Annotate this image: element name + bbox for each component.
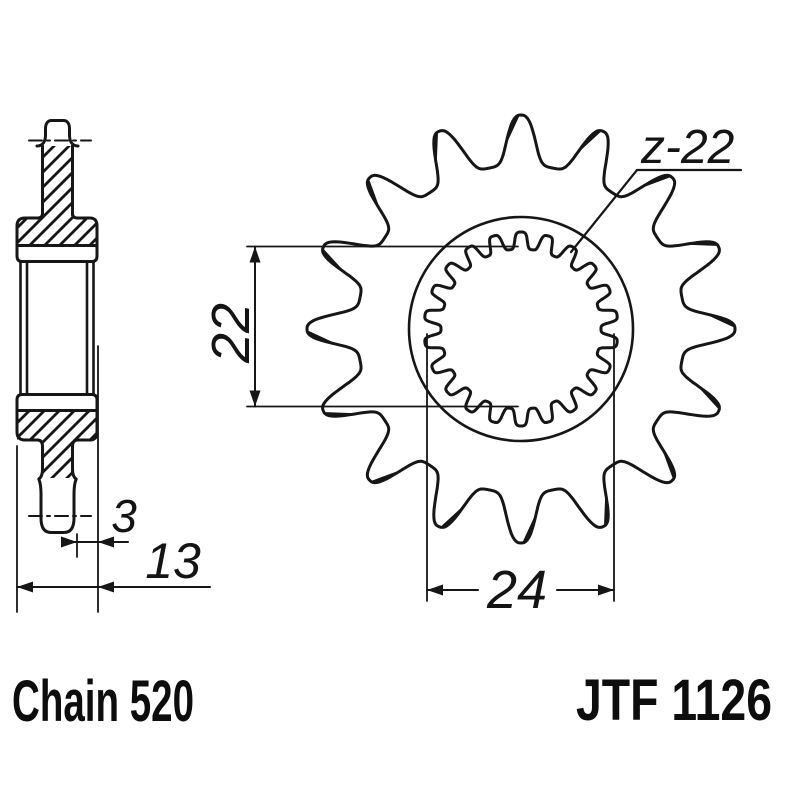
- side-shoulder-band: [15, 244, 99, 263]
- sprocket-outline: [305, 113, 737, 545]
- hatch-line: [17, 146, 97, 246]
- side-flange-outline: [15, 209, 44, 247]
- tooth-chamfer-mark: [699, 386, 720, 409]
- hatch-line: [17, 410, 97, 478]
- hatch-line: [17, 146, 97, 246]
- dimension-arrowhead: [249, 246, 261, 263]
- chain-size-label: Chain 520: [12, 669, 194, 734]
- tooth-chamfer-mark: [441, 507, 464, 528]
- hatch-line: [17, 410, 97, 478]
- hatch-line: [17, 146, 97, 246]
- tooth-chamfer-mark: [324, 412, 354, 416]
- dim-spline-major-label: 24: [486, 560, 547, 620]
- side-shoulder-band: [15, 393, 99, 412]
- spline-bore-profile: [423, 230, 619, 428]
- drawing-geometry: [15, 113, 743, 613]
- drawing-labels: 22 24 3 13 z-22 Chain 520 JTF 1126: [12, 121, 772, 734]
- leader-line: [569, 168, 639, 254]
- hatch-line: [17, 410, 97, 478]
- side-view-cross-section: [15, 119, 99, 534]
- tooth-chamfer-mark: [523, 516, 537, 543]
- hatch-line: [17, 410, 97, 478]
- tooth-chamfer-mark: [322, 249, 343, 272]
- dim-plate-thickness-label: 3: [111, 490, 137, 542]
- hatch-line: [17, 146, 97, 246]
- hatch-line: [17, 410, 97, 478]
- tooth-chamfer-mark: [663, 451, 675, 479]
- hatch-line: [17, 410, 97, 478]
- dimension-annotations: [16, 168, 743, 613]
- dim-spline-minor-label: 22: [201, 303, 261, 364]
- side-bottom-tooth: [37, 467, 78, 534]
- hatch-line: [17, 146, 97, 246]
- hatch-line: [17, 146, 97, 246]
- tooth-chamfer-mark: [434, 132, 438, 162]
- tooth-chamfer-mark: [688, 242, 718, 246]
- tooth-chamfer-mark: [708, 313, 735, 327]
- tooth-chamfer-mark: [604, 496, 608, 526]
- hatch-line: [17, 410, 97, 478]
- part-number-label: JTF 1126: [576, 668, 772, 733]
- hatch-line: [17, 410, 97, 478]
- hatch-line: [17, 146, 97, 246]
- dim-hub-width-label: 13: [145, 533, 201, 589]
- front-view: [305, 113, 737, 545]
- dimension-arrowhead: [598, 584, 614, 596]
- tooth-chamfer-mark: [367, 179, 379, 207]
- hatch-line: [17, 410, 97, 478]
- hatch-line: [17, 410, 97, 478]
- dimension-arrowhead: [427, 584, 443, 596]
- tooth-chamfer-mark: [643, 175, 671, 187]
- hatch-line: [17, 146, 97, 246]
- hatch-line: [17, 146, 97, 246]
- tooth-chamfer-mark: [371, 471, 399, 483]
- side-top-tooth: [35, 119, 80, 148]
- tooth-chamfer-mark: [505, 115, 519, 142]
- hatch-line: [17, 410, 97, 478]
- hatch-line: [17, 146, 97, 246]
- dimension-arrowhead: [61, 536, 77, 548]
- tooth-chamfer-mark: [307, 331, 334, 345]
- hatch-line: [17, 146, 97, 246]
- tooth-chamfer-mark: [578, 130, 601, 151]
- hatch-line: [17, 146, 97, 246]
- hatch-line: [17, 410, 97, 478]
- dimension-arrowhead: [98, 536, 114, 548]
- dimension-arrowhead: [17, 581, 33, 593]
- bore-circle: [407, 215, 635, 443]
- hatch-line: [17, 410, 97, 478]
- hatch-line: [17, 146, 97, 246]
- spline-count-callout: z-22: [640, 121, 734, 174]
- dimension-arrowhead: [249, 390, 261, 407]
- hatch-line: [17, 410, 97, 478]
- hatch-line: [17, 146, 97, 246]
- dimension-arrowhead: [98, 581, 114, 593]
